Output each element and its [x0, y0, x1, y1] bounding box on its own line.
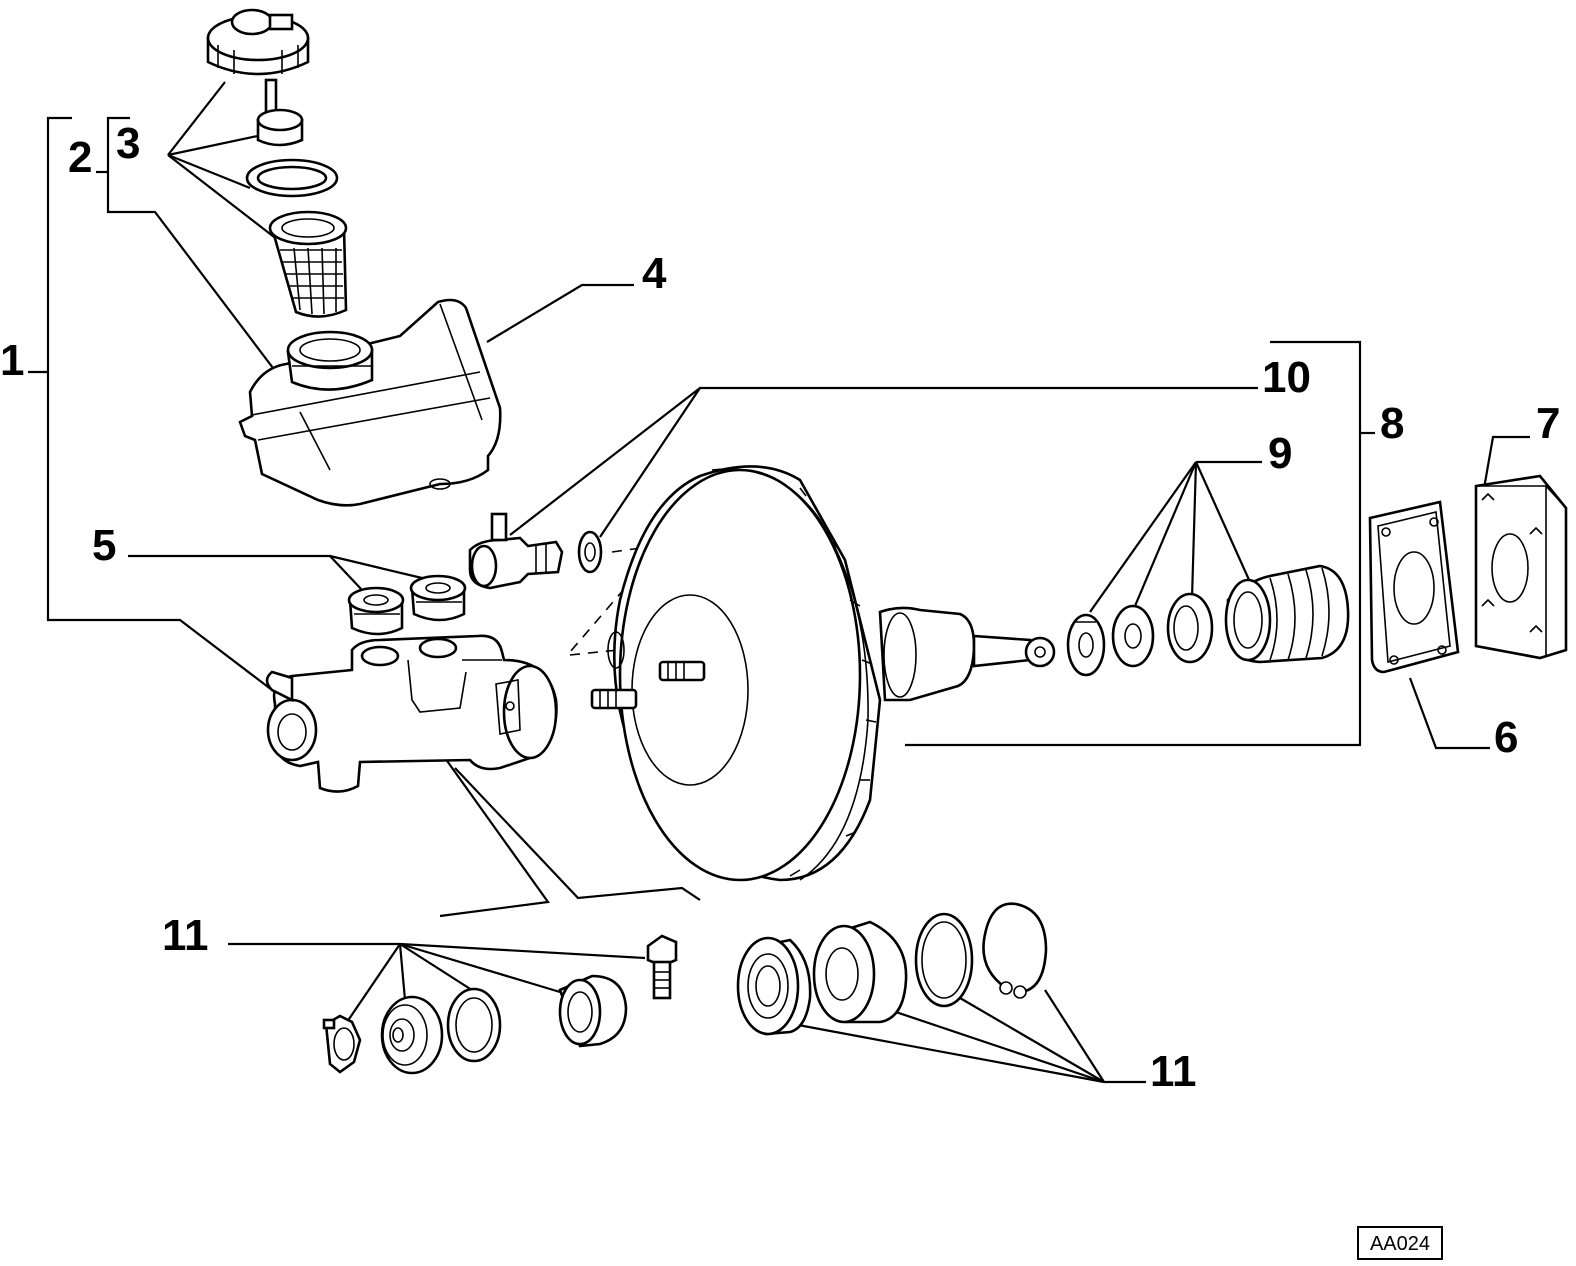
callout-1: 1 [0, 336, 24, 385]
reservoir-neck [286, 330, 374, 391]
kit-stop-bolt [646, 934, 678, 1000]
kit-stop-clip [322, 1014, 362, 1074]
callout-7: 7 [1536, 399, 1560, 448]
callout-6: 6 [1494, 713, 1518, 762]
callout-11-right: 11 [1150, 1047, 1197, 1096]
callout-8: 8 [1380, 399, 1404, 448]
reservoir-seal-left [347, 586, 405, 636]
master-cylinder [265, 634, 558, 793]
reservoir-cap [206, 8, 310, 114]
kit-primary-seal [736, 936, 812, 1036]
kit-circlip [982, 902, 1048, 999]
booster-pushrod [878, 606, 1056, 702]
cap-seal-ring [245, 158, 339, 198]
vacuum-hose-connector [468, 512, 564, 590]
reservoir-filter [268, 210, 348, 318]
pushrod-filter-ring [1166, 592, 1214, 664]
kit-cup-seal [558, 974, 628, 1048]
kit-o-ring-right [914, 912, 974, 1008]
reference-code: AA024 [1370, 1233, 1430, 1255]
callout-labels: 1 2 3 4 5 6 7 8 9 10 11 11 [0, 119, 1560, 1096]
pushrod-spacer [1111, 604, 1155, 668]
pushrod-washer [1066, 613, 1106, 677]
vacuum-grommet [577, 530, 603, 574]
reservoir-seal-right [409, 574, 467, 622]
kit-piston [380, 995, 444, 1075]
callout-5: 5 [92, 521, 116, 570]
callout-11-left: 11 [162, 911, 209, 960]
booster-mounting-plate [1474, 474, 1568, 660]
callout-3: 3 [116, 119, 140, 168]
alignment-lines [569, 543, 664, 656]
callout-9: 9 [1268, 429, 1292, 478]
callout-4: 4 [642, 249, 667, 298]
pushrod-dust-boot [1224, 564, 1350, 664]
brake-fluid-reservoir [238, 298, 502, 507]
brake-booster [590, 465, 882, 882]
reference-code-box: AA024 [1357, 1226, 1443, 1260]
leader-lines [28, 81, 1530, 1084]
booster-gasket [1368, 500, 1460, 674]
callout-10: 10 [1262, 353, 1311, 402]
callout-2: 2 [68, 133, 92, 182]
cap-float [256, 108, 304, 147]
kit-bushing [812, 920, 908, 1024]
kit-o-ring-left [446, 987, 502, 1063]
